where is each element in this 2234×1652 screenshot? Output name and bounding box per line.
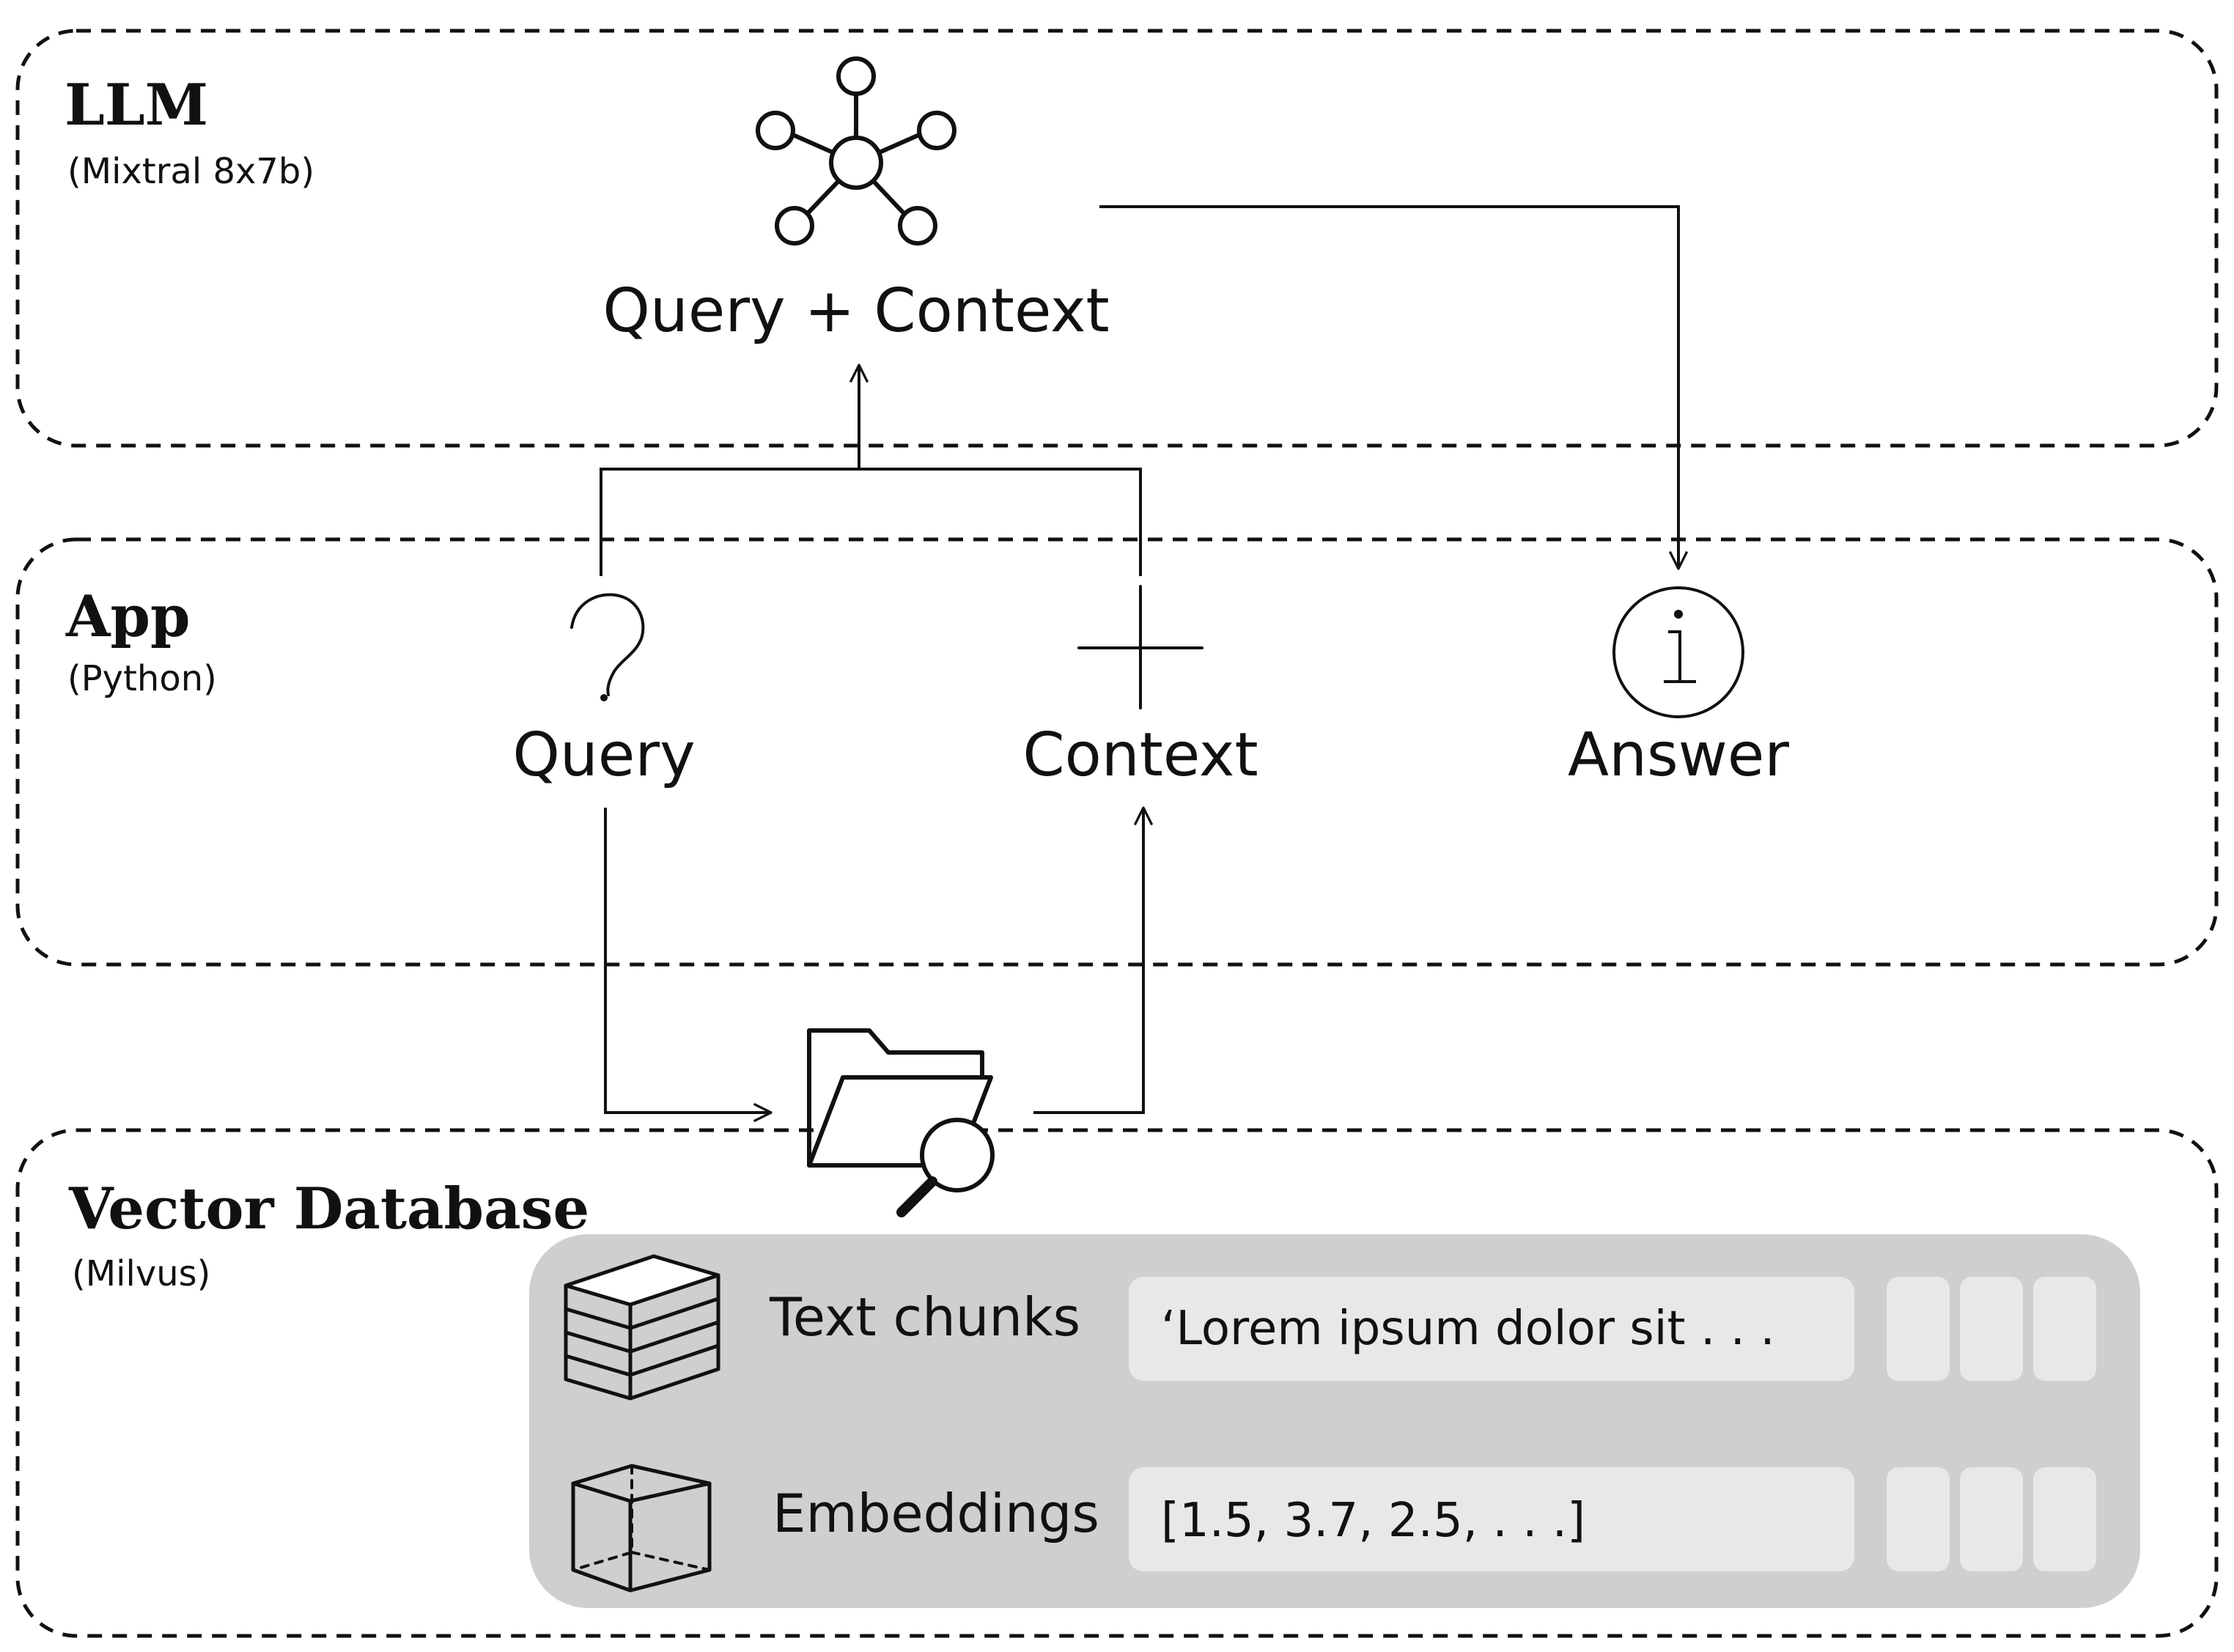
arrow-search-to-context [1033,808,1143,1114]
text-chunks-label: Text chunks [769,1286,1080,1348]
text-chunks-value: ‘Lorem ipsum dolor sit . . . [1161,1302,1775,1356]
embeddings-value: [1.5, 3.7, 2.5, . . .] [1161,1494,1585,1548]
app-section-box [15,537,2219,967]
embeddings-value-cell [1129,1467,1854,1571]
text-chunks-cell [2033,1277,2096,1381]
context-label: Context [1022,720,1258,790]
text-chunks-cell [1960,1277,2023,1381]
folder-search-icon [807,1028,995,1217]
query-context-bracket [600,468,1142,576]
text-chunks-value-cell [1129,1277,1854,1381]
query-label: Query [512,720,695,790]
llm-section-title: LLM [64,72,208,139]
embeddings-cell [2033,1467,2096,1571]
answer-label: Answer [1568,720,1789,790]
vector-database-section-box [15,1128,2219,1638]
llm-section-subtitle: (Mixtral 8x7b) [67,151,314,192]
embeddings-cell [1960,1467,2023,1571]
query-context-label: Query + Context [602,276,1109,346]
app-section-subtitle: (Python) [67,658,217,699]
vector-database-section-title: Vector Database [68,1176,589,1242]
text-chunks-cell [1887,1277,1950,1381]
embeddings-label: Embeddings [773,1483,1099,1544]
embeddings-cell [1887,1467,1950,1571]
arrow-query-to-search [604,808,771,1113]
cube-icon [571,1464,712,1593]
books-icon [564,1254,720,1401]
arrow-llm-to-answer [1099,205,1678,569]
question-mark-icon [570,593,645,701]
app-section-title: App [65,583,191,650]
info-icon [1612,586,1744,718]
llm-section-box [15,29,2219,448]
network-hub-icon [756,56,956,246]
vector-database-section-subtitle: (Milvus) [72,1253,210,1294]
plus-icon [1077,585,1203,709]
